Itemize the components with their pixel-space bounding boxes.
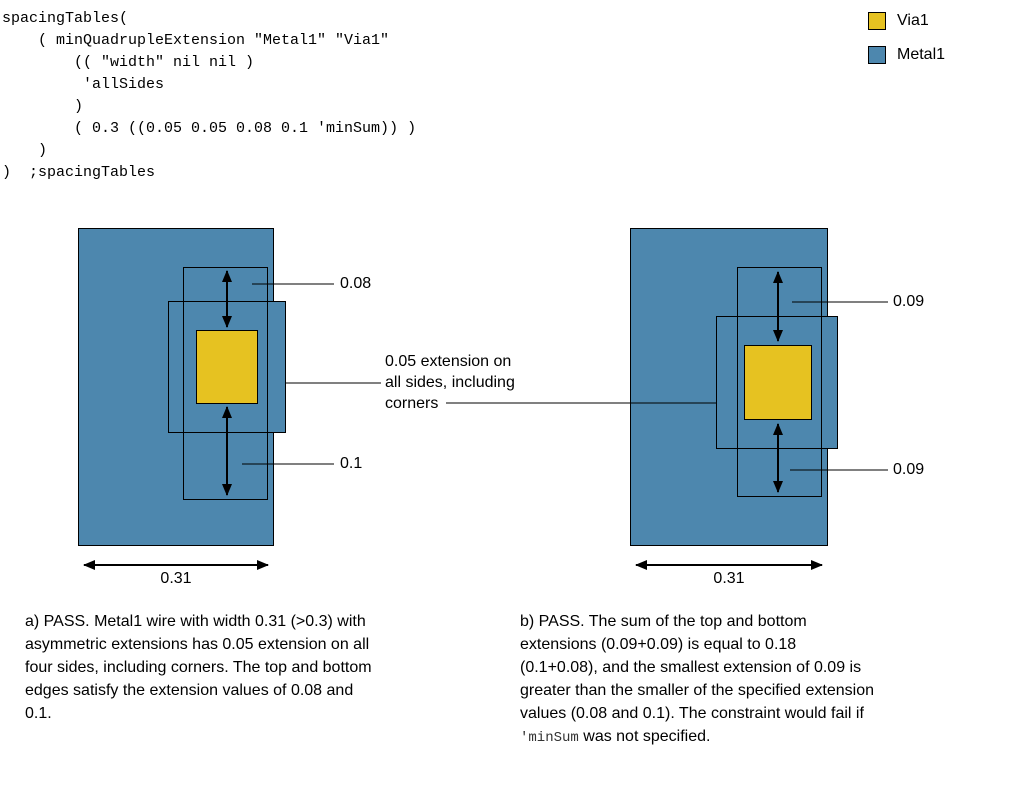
top-extension-label-a: 0.08 xyxy=(340,275,372,292)
via1-b xyxy=(744,345,812,420)
caption-line: extensions (0.09+0.09) is equal to 0.18 xyxy=(520,636,797,653)
bottom-extension-label-a: 0.1 xyxy=(340,455,363,472)
caption-a: a) PASS. Metal1 wire with width 0.31 (>0… xyxy=(25,610,487,725)
topbottom-extension-outline-a xyxy=(183,267,268,500)
annotation-extension: 0.05 extension on all sides, including c… xyxy=(385,351,515,414)
top-extension-label-b: 0.09 xyxy=(893,293,925,310)
caption-line: 'minSum was not specified. xyxy=(520,725,1008,750)
caption-line: asymmetric extensions has 0.05 extension… xyxy=(25,636,370,653)
width-label-a: 0.31 xyxy=(160,570,192,587)
via1-a xyxy=(196,330,258,404)
caption-line: greater than the smaller of the specifie… xyxy=(520,682,874,699)
via1-swatch xyxy=(868,12,886,30)
caption-b: b) PASS. The sum of the top and bottom e… xyxy=(520,610,1008,750)
caption-line: four sides, including corners. The top a… xyxy=(25,659,372,676)
legend-item-metal1: Metal1 xyxy=(868,46,945,64)
caption-line: edges satisfy the extension values of 0.… xyxy=(25,682,354,699)
annotation-line: all sides, including xyxy=(385,374,515,391)
annotation-line: 0.05 extension on xyxy=(385,353,512,370)
caption-code-minsum: 'minSum xyxy=(520,730,579,746)
code-listing: spacingTables( ( minQuadrupleExtension "… xyxy=(2,10,417,181)
bottom-extension-label-b: 0.09 xyxy=(893,461,925,478)
caption-line: 0.1. xyxy=(25,705,52,722)
legend: Via1 Metal1 xyxy=(868,12,945,64)
caption-line: values (0.08 and 0.1). The constraint wo… xyxy=(520,705,864,722)
legend-label-metal1: Metal1 xyxy=(897,46,946,63)
caption-tail: was not specified. xyxy=(578,728,711,745)
caption-line: b) PASS. The sum of the top and bottom xyxy=(520,613,807,630)
width-label-b: 0.31 xyxy=(713,570,745,587)
annotation-line: corners xyxy=(385,395,439,412)
topbottom-extension-outline-b xyxy=(737,267,822,497)
caption-line: (0.1+0.08), and the smallest extension o… xyxy=(520,659,862,676)
legend-label-via1: Via1 xyxy=(897,12,929,29)
caption-line: a) PASS. Metal1 wire with width 0.31 (>0… xyxy=(25,613,366,630)
legend-item-via1: Via1 xyxy=(868,12,945,30)
metal1-swatch xyxy=(868,46,886,64)
